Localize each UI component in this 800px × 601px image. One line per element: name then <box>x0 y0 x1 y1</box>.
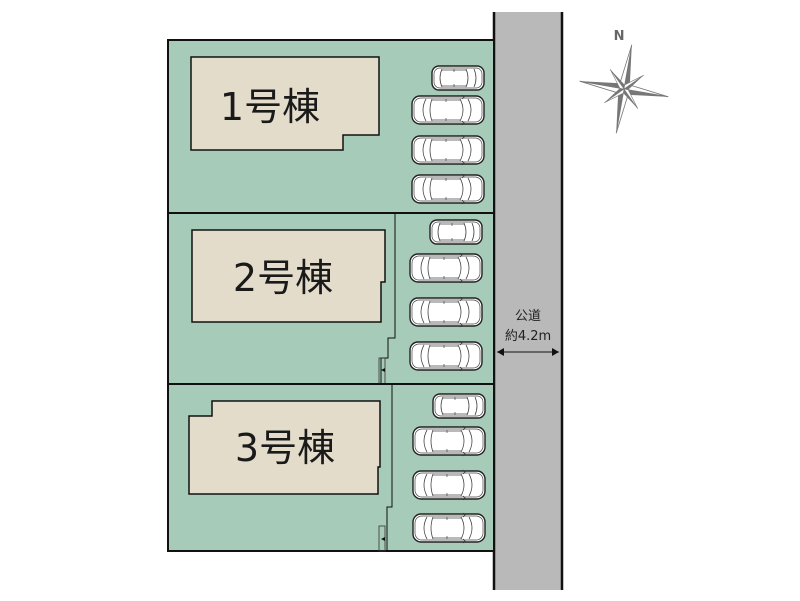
parking-space <box>429 219 483 245</box>
lot-3[interactable]: 3号棟 <box>167 383 495 552</box>
lot-1[interactable]: 1号棟 <box>167 39 495 214</box>
parking-space <box>431 65 485 91</box>
parking-space <box>409 296 483 328</box>
compass-north-label: N <box>614 29 625 44</box>
building-1 <box>190 56 380 151</box>
lot-2-label: 2号棟 <box>233 256 333 300</box>
parking-space <box>411 173 485 205</box>
public-road <box>494 12 562 590</box>
parking-space <box>409 340 483 372</box>
parking-space <box>432 393 486 419</box>
parking-space <box>411 134 485 166</box>
lot-2[interactable]: 2号棟 <box>167 212 495 385</box>
parking-space <box>412 512 486 544</box>
lot-1-label: 1号棟 <box>220 85 320 129</box>
compass-rose-icon: N <box>579 29 669 134</box>
building-3 <box>188 400 381 495</box>
parking-space <box>409 252 483 284</box>
road-width-annotation: 公道 約4.2m <box>497 309 559 356</box>
building-2 <box>191 229 386 323</box>
arrow-right-icon <box>552 348 559 356</box>
parking-space <box>411 94 485 126</box>
lot-3-label: 3号棟 <box>235 426 335 470</box>
road-label-line1: 公道 <box>515 309 541 324</box>
arrow-left-icon <box>497 348 504 356</box>
parking-space <box>412 425 486 457</box>
parking-space <box>412 469 486 501</box>
road-label-line2: 約4.2m <box>505 329 551 344</box>
